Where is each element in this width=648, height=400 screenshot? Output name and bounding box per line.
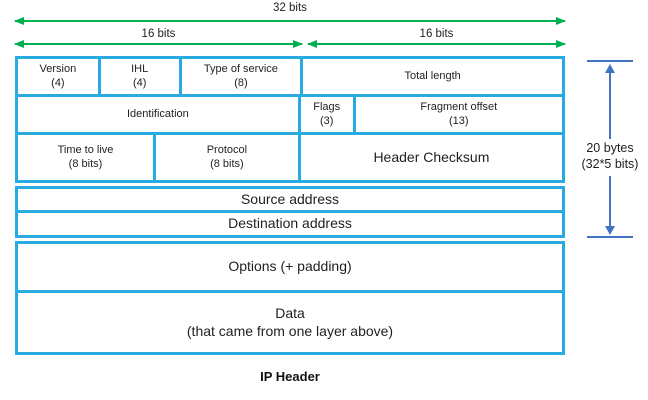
bits16-left-arrow: [14, 40, 303, 48]
bits16-right-arrow: [307, 40, 566, 48]
bits32-label: 32 bits: [273, 2, 307, 14]
height-label-line1: 20 bytes: [586, 141, 634, 155]
field-label: IHL: [131, 62, 149, 75]
height-arrow-down-head: [605, 226, 615, 235]
bits16-right-label: 16 bits: [419, 28, 454, 40]
table-row: Time to live (8 bits) Protocol (8 bits) …: [15, 132, 565, 183]
field-label: Flags: [313, 100, 341, 113]
field-sublabel: (8 bits): [68, 157, 103, 170]
field-label: Header Checksum: [373, 148, 490, 165]
height-arrow-bottom-segment: [609, 176, 611, 227]
height-arrow-bottom-cap: [587, 236, 633, 238]
field-label: Time to live: [57, 143, 114, 156]
field-header-checksum: Header Checksum: [297, 132, 565, 183]
table-row: Source address: [15, 186, 565, 213]
bits32-arrow: [14, 17, 566, 25]
field-source-address: Source address: [15, 186, 565, 213]
field-options: Options (+ padding): [15, 241, 565, 293]
bits16-left-label: 16 bits: [141, 28, 176, 40]
field-label: Total length: [404, 69, 461, 82]
field-label: Version: [39, 62, 77, 75]
height-label-line2: (32*5 bits): [581, 156, 639, 171]
table-row: Identification Flags (3) Fragment offset…: [15, 94, 565, 135]
field-label: Identification: [127, 107, 189, 120]
field-label: Type of service: [203, 62, 278, 75]
field-identification: Identification: [15, 94, 301, 135]
field-sublabel: (4): [51, 76, 65, 89]
field-label: Fragment offset: [420, 100, 498, 113]
field-time-to-live: Time to live (8 bits): [15, 132, 156, 183]
height-arrow-up-head: [605, 64, 615, 73]
field-destination-address: Destination address: [15, 210, 565, 238]
field-fragment-offset: Fragment offset (13): [352, 94, 565, 135]
field-label: Source address: [240, 190, 340, 207]
field-sublabel: (3): [319, 114, 334, 127]
field-label: Destination address: [228, 215, 352, 232]
field-sublabel: (4): [132, 76, 147, 89]
field-protocol: Protocol (8 bits): [152, 132, 301, 183]
field-version: Version (4): [15, 56, 101, 97]
table-row: Options (+ padding): [15, 241, 565, 293]
table-row: Destination address: [15, 210, 565, 238]
field-flags: Flags (3): [297, 94, 356, 135]
height-label: 20 bytes (32*5 bits): [568, 141, 648, 172]
table-row: Data (that came from one layer above): [15, 290, 565, 355]
field-sublabel: (that came from one layer above): [186, 322, 394, 339]
height-arrow-top-segment: [609, 71, 611, 139]
height-arrow-top-cap: [587, 60, 633, 62]
field-sublabel: (13): [449, 114, 469, 127]
field-label: Data: [275, 305, 305, 321]
diagram-title: IP Header: [260, 369, 320, 384]
field-total-length: Total length: [300, 56, 565, 97]
field-label: Options (+ padding): [228, 258, 352, 275]
field-ihl: IHL (4): [97, 56, 182, 97]
field-data: Data (that came from one layer above): [15, 290, 565, 355]
table-row: Version (4) IHL (4) Type of service (8) …: [15, 56, 565, 97]
field-sublabel: (8): [234, 76, 248, 89]
field-sublabel: (8 bits): [210, 157, 244, 170]
field-label: Protocol: [206, 143, 248, 156]
field-type-of-service: Type of service (8): [178, 56, 304, 97]
